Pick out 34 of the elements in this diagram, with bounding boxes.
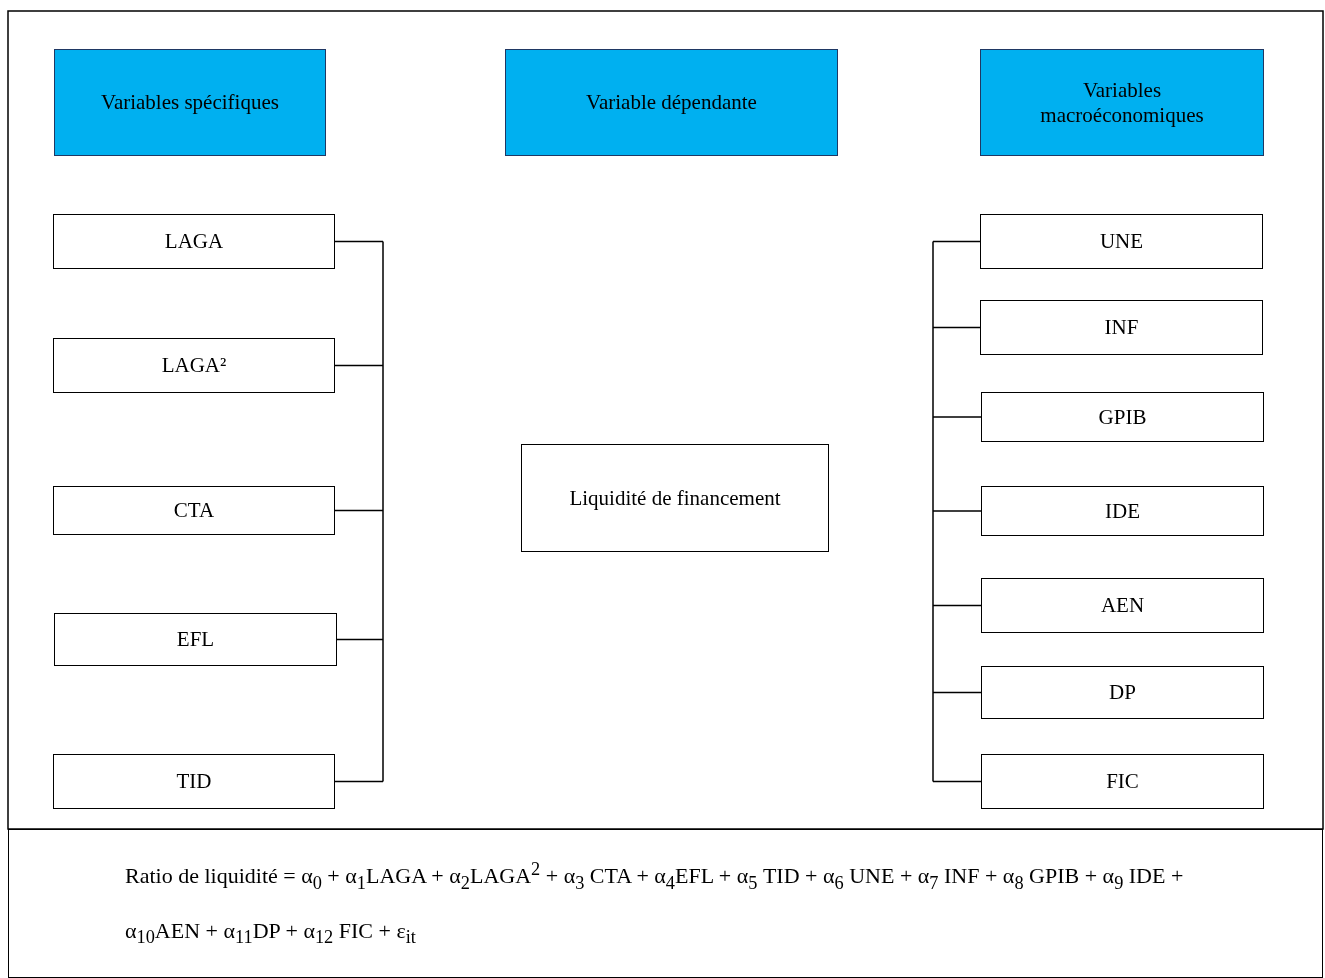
variable-box xyxy=(53,214,335,269)
variable-box xyxy=(981,754,1264,809)
node-label: Variable dépendante xyxy=(586,90,757,115)
variable-box xyxy=(53,338,335,393)
node-label: Variables macroéconomiques xyxy=(1039,77,1205,128)
header-box xyxy=(980,49,1264,156)
header-box xyxy=(54,49,326,156)
formula-text: Ratio de liquidité = α$_{0}$ + α$_{1}$LAGA + α$_{2}$LAGA$^{2}$ + α$_{3}$ CTA + α$_{4}$EFL + α$_{5}$ TID + α$_{6}$ UNE + α$_{7}$ INF + α$_{8}$ GPIB + α$_{9}$ IDE + α$_{10}$AEN + α$_{11}$DP + α$_{12}$ FIC + ε$_{it}$ xyxy=(125,858,1185,950)
variable-box xyxy=(981,578,1264,633)
node-label: UNE xyxy=(1099,229,1144,254)
variable-box xyxy=(981,666,1264,719)
variable-box xyxy=(981,486,1264,536)
node-label: LAGA xyxy=(164,229,224,254)
node-label: CTA xyxy=(173,498,215,523)
node-label: AEN xyxy=(1100,593,1145,618)
variable-box xyxy=(981,392,1264,442)
node-label: Liquidité de financement xyxy=(569,485,781,511)
variable-box xyxy=(53,486,335,535)
node-label: TID xyxy=(176,769,212,794)
node-label: DP xyxy=(1109,680,1136,705)
variable-box xyxy=(53,754,335,809)
node-label: IDE xyxy=(1105,498,1140,524)
node-label: EFL xyxy=(176,627,215,652)
header-box xyxy=(505,49,838,156)
formula-box xyxy=(8,829,1323,978)
variable-box xyxy=(521,444,829,552)
node-label: Variables spécifiques xyxy=(101,90,279,115)
node-label: GPIB xyxy=(1098,404,1147,430)
variable-box xyxy=(980,300,1263,355)
node-label: FIC xyxy=(1106,769,1139,794)
node-label: INF xyxy=(1104,315,1139,340)
variable-box xyxy=(980,214,1263,269)
node-label: LAGA² xyxy=(161,353,227,378)
variable-box xyxy=(54,613,337,666)
